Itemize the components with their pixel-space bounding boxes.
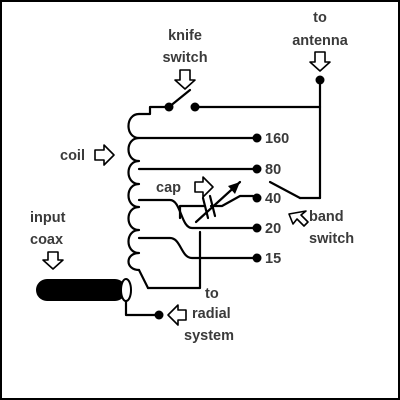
band-label-160: 160: [265, 131, 289, 147]
knife-switch-contact: [190, 102, 200, 112]
terminal-80: [252, 164, 262, 174]
knife-switch-label-line1: knife: [168, 28, 202, 44]
radial-system-arrow-icon: [167, 304, 187, 326]
terminal-40: [252, 193, 262, 203]
band-switch-label-line1: band: [309, 209, 344, 225]
knife-switch-label-line2: switch: [162, 50, 207, 66]
coax-end: [120, 278, 132, 302]
coil-label: coil: [60, 148, 85, 164]
cap-variable-arrow-head: [228, 182, 240, 194]
cap-plate-1: [201, 196, 210, 220]
radial-terminal: [154, 310, 164, 320]
coax-cable: [36, 279, 126, 301]
cap-label: cap: [156, 180, 181, 196]
cap-arrow-icon: [194, 176, 214, 198]
radial-system-label-line3: system: [184, 328, 234, 344]
coil-arrow-icon: [94, 144, 115, 166]
to-antenna-label-line2: antenna: [292, 33, 349, 49]
band-label-15: 15: [265, 251, 281, 267]
radial-system-label-line1: to: [205, 286, 219, 302]
antenna-terminal: [315, 75, 325, 85]
radial-system-label-line2: radial: [192, 306, 231, 322]
band-label-20: 20: [265, 221, 281, 237]
knife-to-coil-wire: [137, 105, 167, 116]
knife-switch-blade: [167, 88, 192, 109]
input-coax-arrow-icon: [42, 251, 64, 270]
terminal-15: [252, 253, 262, 263]
tap-wire-15: [137, 236, 255, 260]
terminal-20: [252, 223, 262, 233]
ground-bus-wire: [146, 230, 202, 290]
terminal-160: [252, 133, 262, 143]
input-coax-label-line1: input: [30, 210, 66, 226]
band-label-80: 80: [265, 162, 281, 178]
to-antenna-arrow-icon: [309, 51, 331, 72]
band-switch-blade: [268, 180, 302, 200]
knife-switch-arrow-icon: [174, 69, 196, 90]
coil-ground-link: [137, 268, 150, 290]
cap-lead-right: [209, 194, 255, 208]
band-switch-label-line2: switch: [309, 231, 354, 247]
coax-shield-to-radial-wire: [124, 298, 158, 317]
coil-winding: [127, 112, 141, 272]
band-switch-arrow-icon: [288, 210, 309, 227]
to-antenna-label-line1: to: [313, 10, 327, 26]
cap-lead-left: [178, 204, 207, 220]
input-coax-label-line2: coax: [30, 232, 63, 248]
band-label-40: 40: [265, 191, 281, 207]
